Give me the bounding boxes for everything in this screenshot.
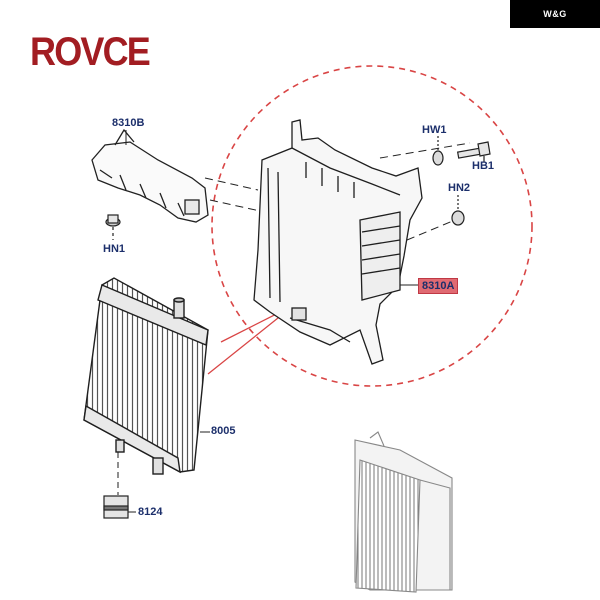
- label-HN1: HN1: [103, 243, 126, 255]
- brand-badge: W&G: [510, 0, 600, 28]
- label-8310A: 8310A: [418, 278, 459, 294]
- label-8124: 8124: [138, 506, 163, 518]
- nut-hn2: [451, 195, 465, 226]
- label-8005: 8005: [211, 425, 236, 437]
- brand-logo: ROVCE: [30, 30, 151, 74]
- badge-text: W&G: [543, 9, 567, 19]
- label-8310B: 8310B: [112, 117, 145, 129]
- label-HB1: HB1: [472, 160, 495, 172]
- detail-circle: [211, 65, 533, 387]
- radiator-part: [83, 277, 209, 495]
- assembled-thumbnail: [354, 431, 453, 593]
- mount-8124: [103, 495, 129, 519]
- shroud-part: [253, 119, 423, 365]
- label-HN2: HN2: [448, 182, 471, 194]
- bolt-hb1: [456, 141, 491, 162]
- washer-hw1: [432, 136, 444, 166]
- label-HW1: HW1: [422, 124, 447, 136]
- nut-hn1: [105, 214, 121, 240]
- upper-bracket: [91, 128, 209, 223]
